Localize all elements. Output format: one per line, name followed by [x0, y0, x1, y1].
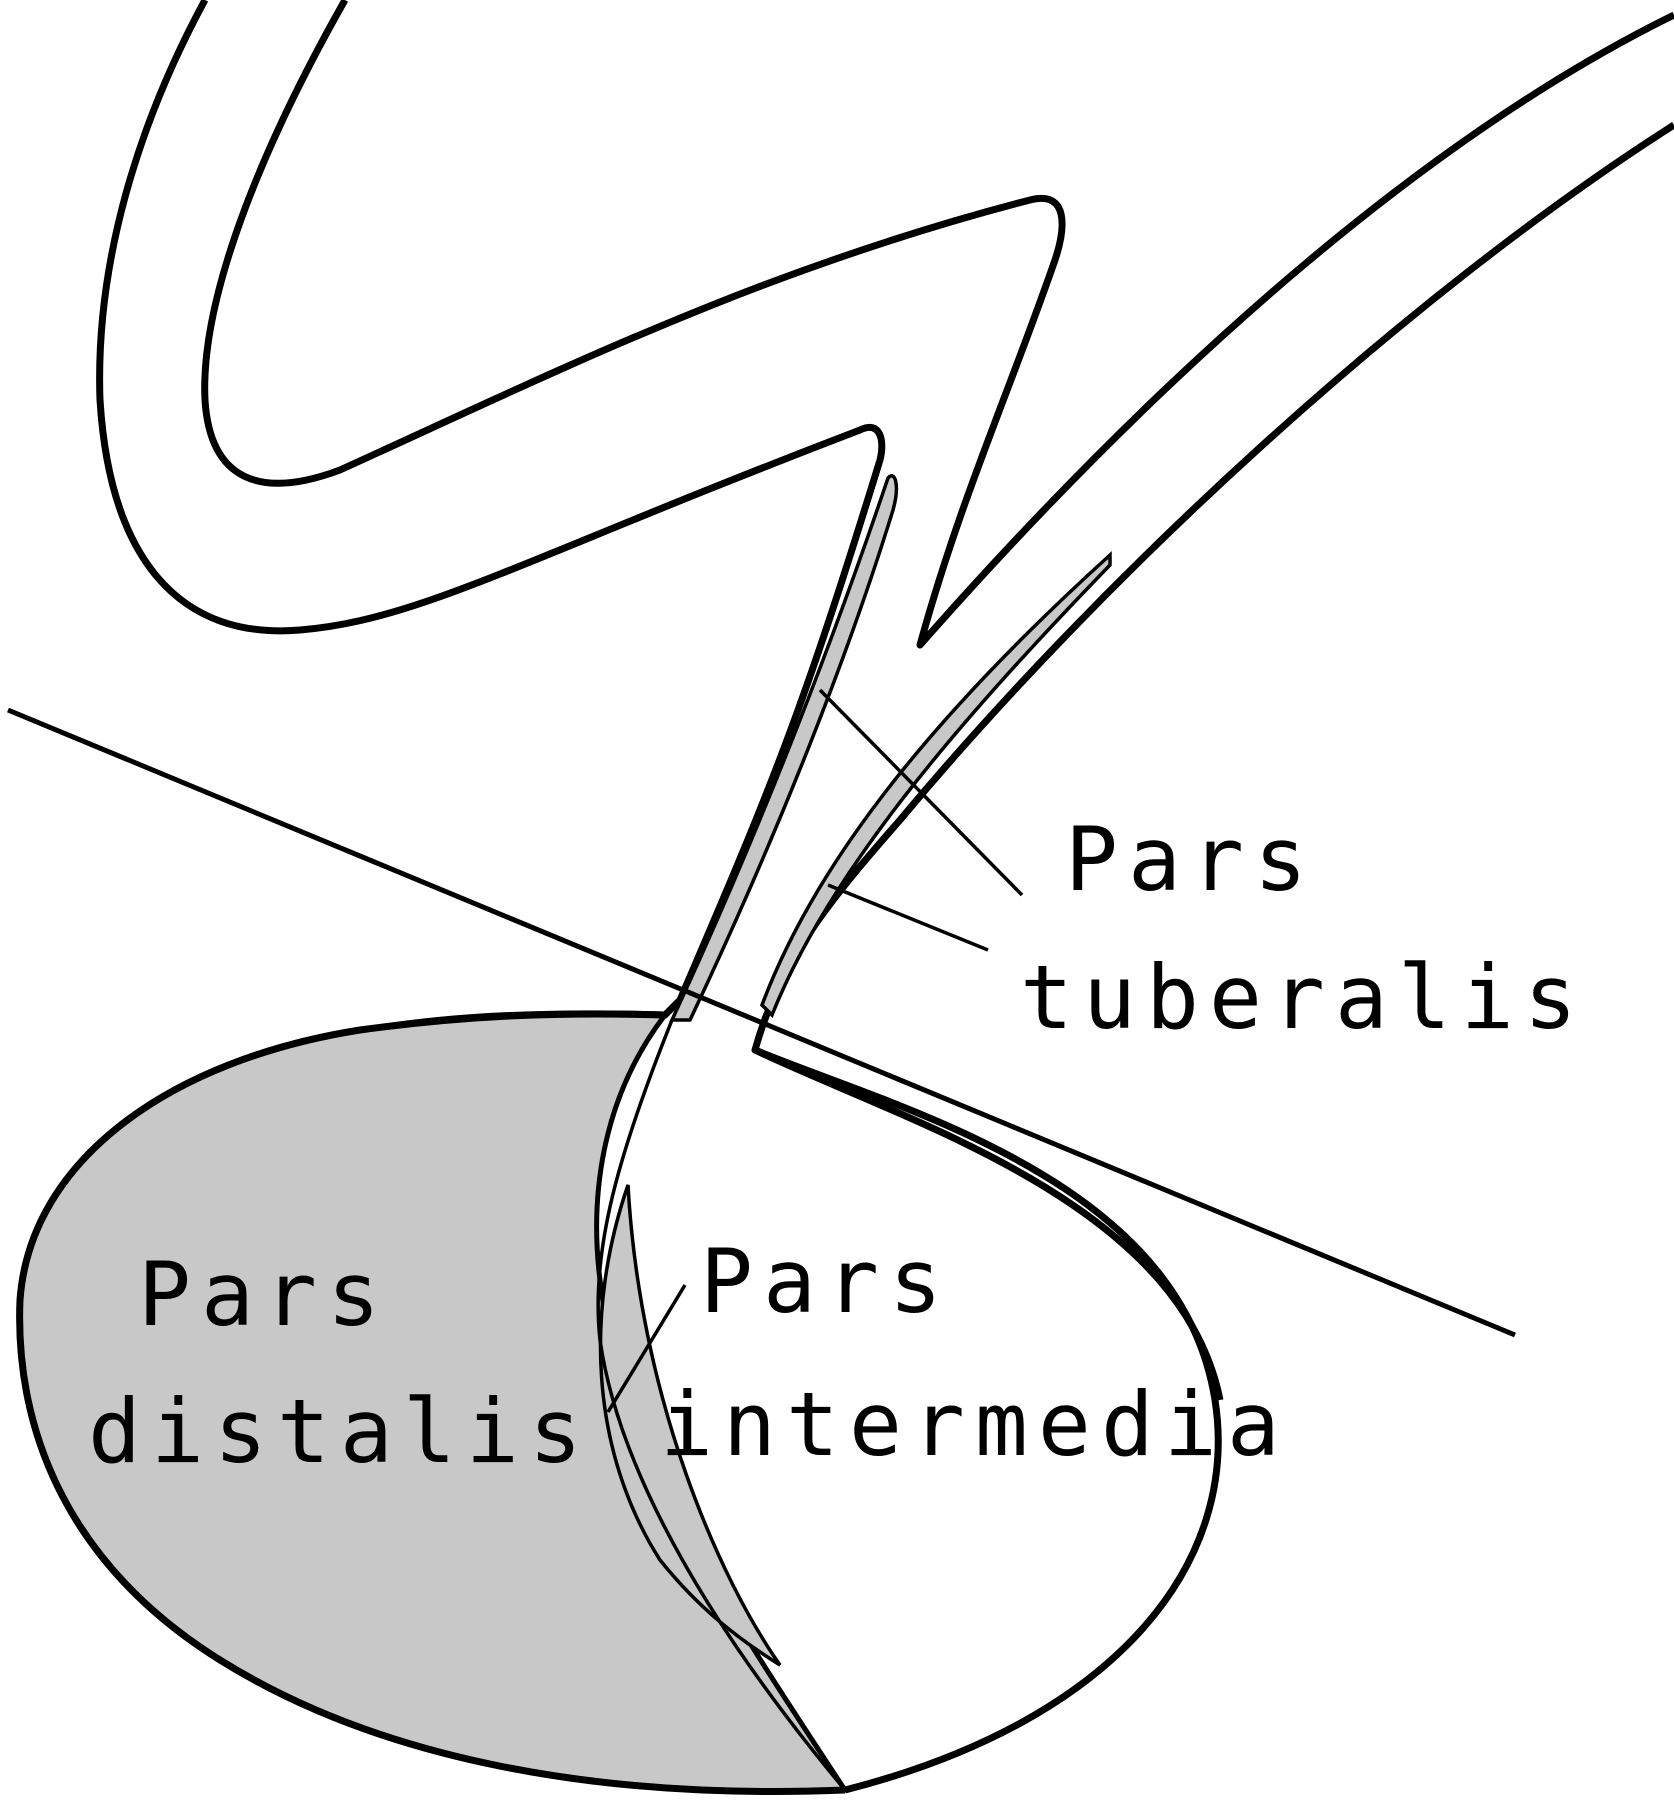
label-pars-distalis-line2: distalis	[88, 1380, 592, 1483]
pars-tuberalis-band-left	[669, 474, 899, 1022]
gland-bottom-outline	[16, 1010, 846, 1795]
posterior-lobe-outline	[753, 1046, 1222, 1794]
label-pars-intermedia-line2: intermedia	[660, 1373, 1290, 1476]
label-pars-distalis-line1: Pars	[138, 1243, 390, 1346]
pars-tuberalis-band-right	[759, 551, 1112, 1019]
section-plane-line	[7, 707, 1516, 1338]
infundibulum-right-wall	[751, 122, 1674, 1401]
leader-tuberalis-2	[827, 883, 989, 952]
leader-intermedia	[606, 1284, 687, 1413]
label-pars-tuberalis-line1: Pars	[1065, 808, 1317, 911]
label-pars-tuberalis-line2: tuberalis	[1020, 946, 1587, 1049]
stalk-inner-boundary	[596, 1019, 847, 1792]
leader-tuberalis-1	[818, 688, 1024, 897]
pars-intermedia-crescent	[598, 1184, 782, 1667]
label-pars-intermedia-line1: Pars	[700, 1230, 952, 1333]
infundibulum-inner-fold	[201, 0, 1674, 649]
